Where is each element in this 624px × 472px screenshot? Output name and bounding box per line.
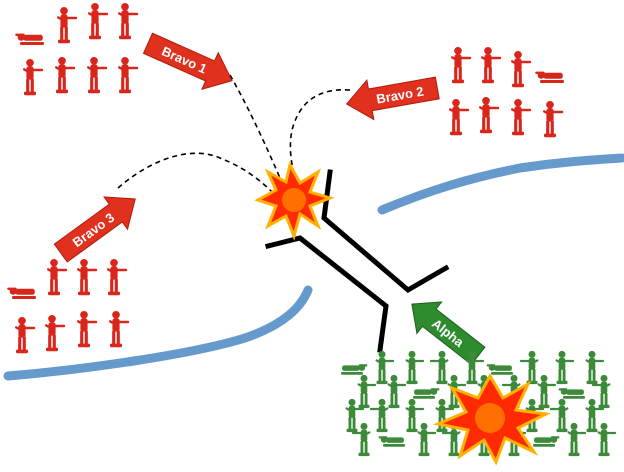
path-bravo3	[117, 152, 273, 193]
soldier-figure-icon	[480, 46, 502, 84]
soldier-figure-icon	[76, 258, 98, 296]
soldier-figure-icon	[378, 436, 405, 447]
soldier-figure-icon	[7, 287, 37, 299]
soldier-figure-icon	[76, 310, 98, 348]
soldier-figure-icon	[535, 71, 564, 83]
soldier-figure-icon	[537, 374, 557, 409]
soldier-figure-icon	[519, 350, 539, 385]
soldier-figure-icon	[387, 374, 407, 409]
soldier-figure-icon	[567, 422, 587, 457]
soldier-figure-icon	[14, 316, 36, 354]
explosion-icon	[432, 372, 552, 466]
soldier-figure-icon	[413, 388, 440, 399]
soldier-figure-icon	[448, 98, 470, 136]
explosion-icon	[254, 160, 335, 241]
path-bravo1	[229, 74, 284, 186]
soldier-figure-icon	[429, 350, 449, 385]
soldier-figure-icon	[597, 422, 617, 457]
bravo1-arrow: Bravo 1	[142, 32, 233, 90]
soldier-figure-icon	[22, 58, 44, 96]
river-left	[3, 285, 313, 381]
river-right	[377, 153, 624, 215]
soldier-figure-icon	[117, 2, 139, 40]
soldier-figure-icon	[510, 50, 532, 88]
soldier-figure-icon	[450, 46, 472, 84]
soldier-figure-icon	[87, 2, 109, 40]
soldier-figure-icon	[357, 374, 377, 409]
soldier-figure-icon	[46, 258, 68, 296]
bridge-icon	[264, 169, 450, 353]
soldier-figure-icon	[106, 258, 128, 296]
soldier-figure-icon	[542, 100, 564, 138]
soldier-figure-icon	[533, 436, 560, 447]
soldier-figure-icon	[486, 364, 513, 375]
soldier-figure-icon	[405, 350, 425, 385]
bravo3-squad	[7, 258, 130, 354]
soldier-figure-icon	[341, 364, 368, 375]
soldier-figure-icon	[15, 33, 44, 45]
soldier-figure-icon	[510, 98, 532, 136]
soldier-figure-icon	[417, 422, 437, 457]
soldier-figure-icon	[478, 96, 500, 134]
soldier-figure-icon	[117, 56, 139, 94]
soldier-figure-icon	[549, 398, 569, 433]
soldier-figure-icon	[86, 56, 108, 94]
soldier-figure-icon	[558, 388, 585, 399]
soldier-figure-icon	[369, 398, 389, 433]
bravo3-arrow: Bravo 3	[53, 196, 136, 263]
bravo2-arrow: Bravo 2	[345, 76, 440, 121]
bravo2-squad	[448, 46, 564, 138]
soldier-figure-icon	[108, 310, 130, 348]
soldier-figure-icon	[44, 314, 66, 352]
soldier-figure-icon	[56, 6, 78, 44]
soldier-figure-icon	[54, 56, 76, 94]
bravo1-squad	[15, 2, 139, 96]
soldier-figure-icon	[555, 350, 575, 385]
path-bravo2	[289, 89, 351, 186]
